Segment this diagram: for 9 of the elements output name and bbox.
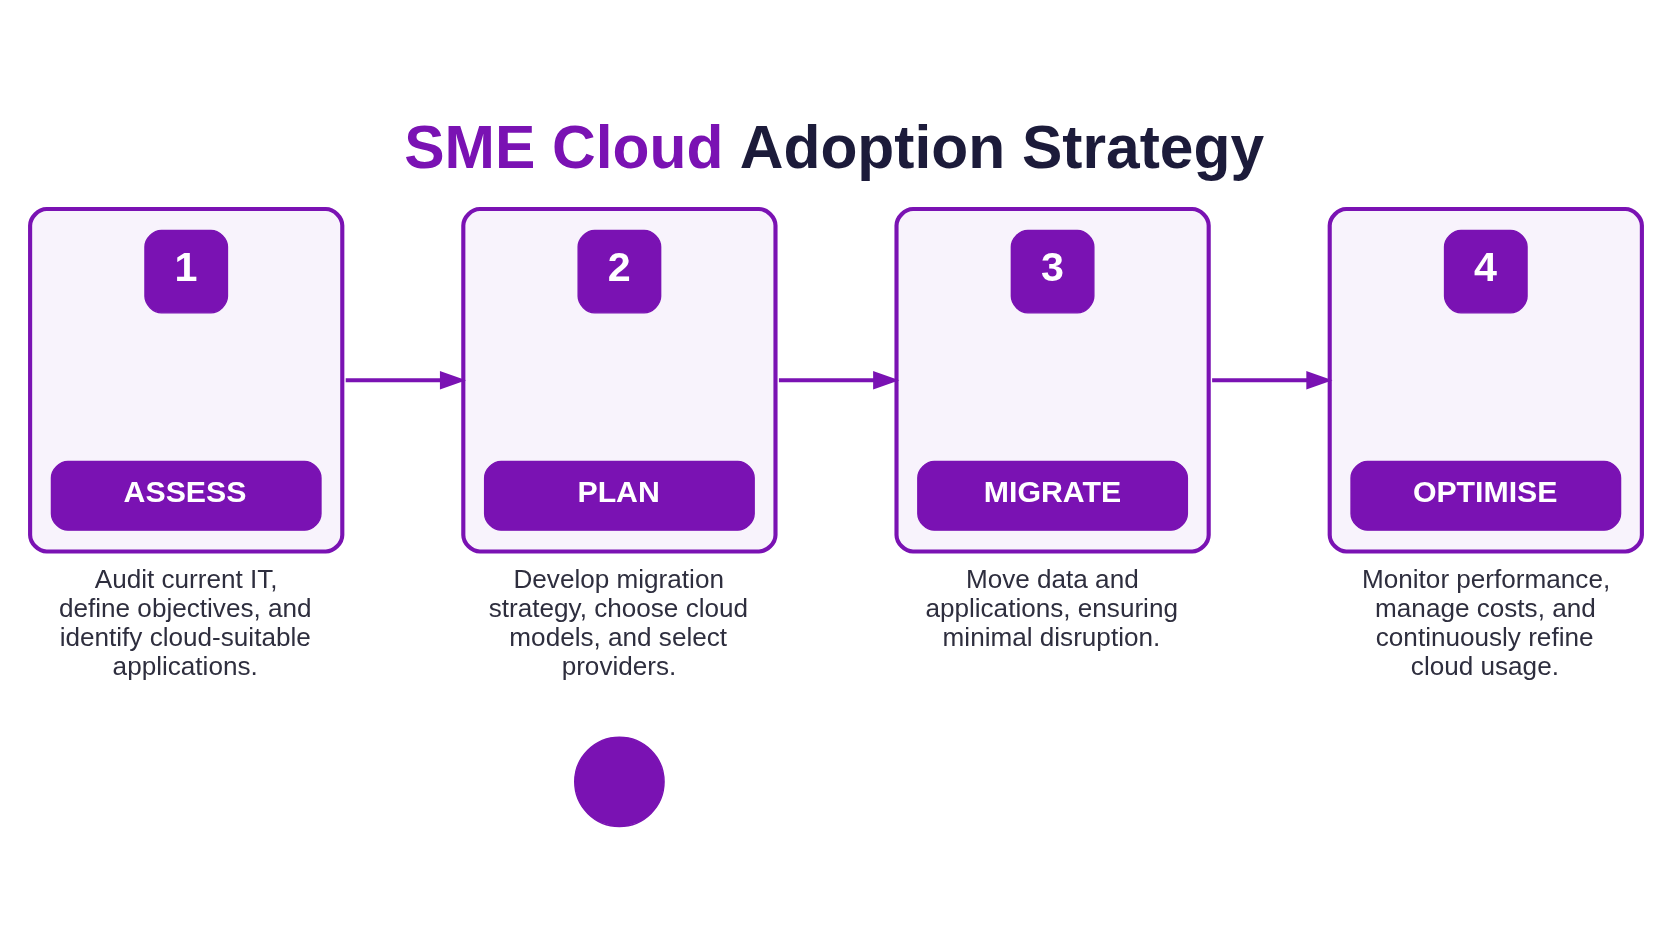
arrow	[345, 370, 467, 389]
node-circle	[574, 735, 665, 827]
diagram-title: SME Cloud Adoption Strategy	[404, 112, 1265, 181]
node-label: Monitor performance, manage costs, and continuously refine cloud usage.	[1362, 563, 1611, 681]
arrow	[1212, 370, 1333, 389]
arrow	[778, 370, 900, 389]
node-label: Develop migration strategy, choose cloud models, and select providers.	[488, 563, 749, 681]
node-label: Audit current IT, define objectives, and identify cloud-suitable applications.	[58, 563, 312, 681]
node-label: Move data and applications, ensuring minimal disruption.	[925, 563, 1178, 652]
